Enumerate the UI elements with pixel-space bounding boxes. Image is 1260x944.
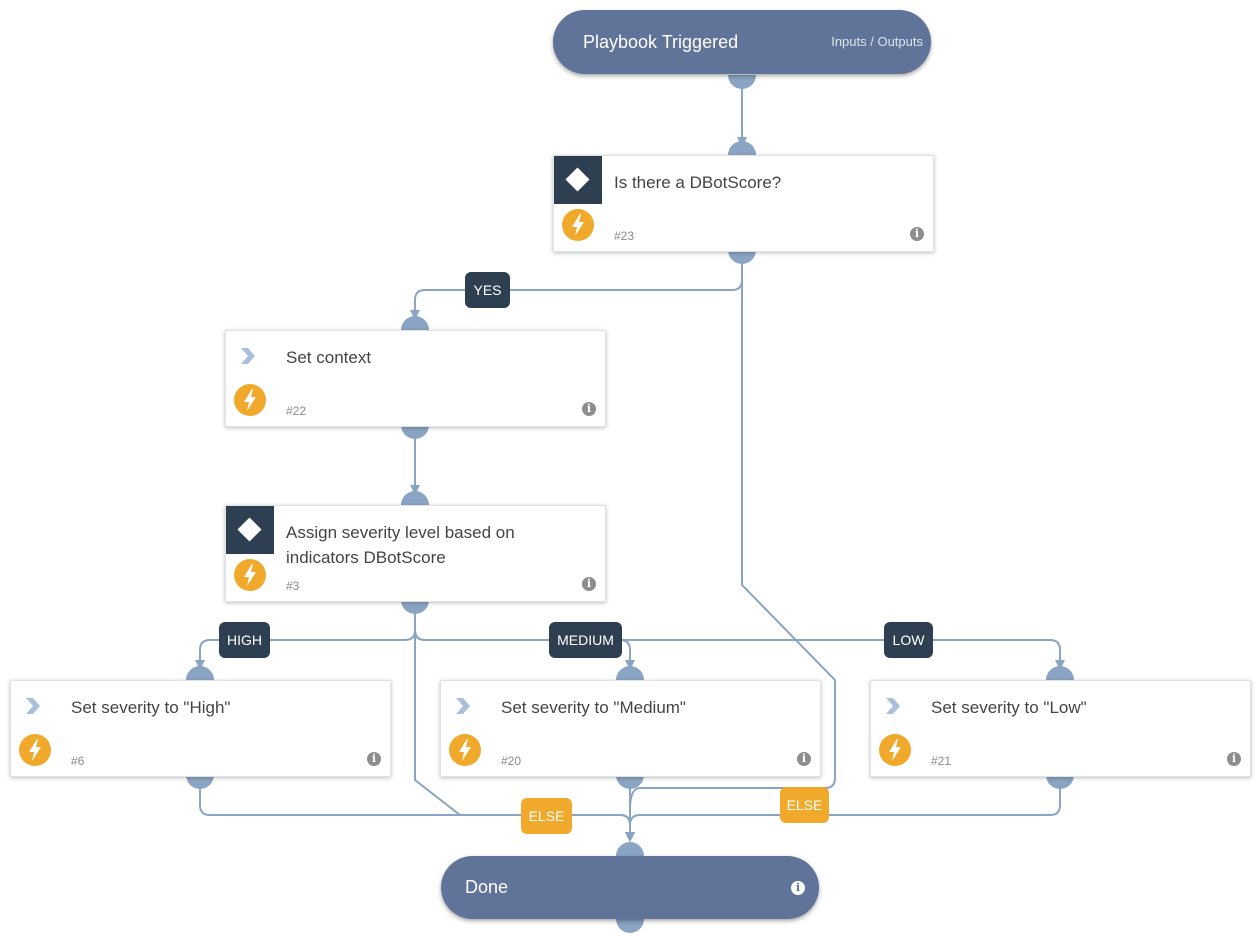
inputs-outputs-link[interactable]: Inputs / Outputs [831, 34, 923, 49]
lightning-bolt-icon [19, 734, 51, 766]
task-label: Is there a DBotScore? [614, 173, 782, 192]
info-icon[interactable]: i [797, 752, 811, 766]
playbook-triggered-node[interactable]: Playbook Triggered Inputs / Outputs [553, 10, 931, 74]
task-node-is-there-dbotscore[interactable]: Is there a DBotScore? #23 i [553, 155, 934, 252]
task-node-set-severity-medium[interactable]: Set severity to "Medium" #20 i [440, 680, 821, 777]
branch-tag-medium[interactable]: MEDIUM [549, 622, 622, 658]
diamond-icon [226, 506, 274, 554]
lightning-bolt-icon [879, 734, 911, 766]
chevron-icon [886, 698, 900, 714]
branch-tag-low[interactable]: LOW [884, 622, 933, 658]
task-node-assign-severity[interactable]: Assign severity level based on indicator… [225, 505, 606, 602]
info-icon[interactable]: i [582, 402, 596, 416]
info-icon[interactable]: i [582, 577, 596, 591]
task-number: #23 [614, 229, 635, 243]
chevron-icon [456, 698, 470, 714]
branch-tag-else-severity[interactable]: ELSE [521, 798, 572, 834]
task-label: Set context [286, 348, 372, 367]
lightning-bolt-icon [234, 559, 266, 591]
task-label: Set severity to "Low" [931, 698, 1087, 717]
done-node[interactable]: Done i [441, 856, 819, 919]
task-number: #20 [501, 754, 522, 768]
task-number: #21 [931, 754, 952, 768]
chevron-icon [26, 698, 40, 714]
end-title: Done [465, 877, 509, 897]
info-icon[interactable]: i [367, 752, 381, 766]
branch-tag-yes[interactable]: YES [465, 272, 510, 308]
task-node-set-severity-low[interactable]: Set severity to "Low" #21 i [870, 680, 1251, 777]
task-label: Set severity to "Medium" [501, 698, 686, 717]
task-number: #3 [286, 579, 300, 593]
branch-tag-else-dbotscore[interactable]: ELSE [780, 787, 829, 823]
task-label: Set severity to "High" [71, 698, 231, 717]
task-label: Assign severity level based on indicator… [286, 523, 515, 567]
lightning-bolt-icon [234, 384, 266, 416]
task-number: #22 [286, 404, 307, 418]
info-icon[interactable]: i [791, 881, 805, 895]
task-node-set-severity-high[interactable]: Set severity to "High" #6 i [10, 680, 391, 777]
lightning-bolt-icon [562, 209, 594, 241]
info-icon[interactable]: i [1227, 752, 1241, 766]
task-node-set-context[interactable]: Set context #22 i [225, 330, 606, 427]
lightning-bolt-icon [449, 734, 481, 766]
task-number: #6 [71, 754, 85, 768]
start-title: Playbook Triggered [583, 32, 739, 52]
chevron-icon [241, 348, 255, 364]
diamond-icon [554, 156, 602, 204]
info-icon[interactable]: i [910, 227, 924, 241]
branch-tag-high[interactable]: HIGH [219, 622, 270, 658]
